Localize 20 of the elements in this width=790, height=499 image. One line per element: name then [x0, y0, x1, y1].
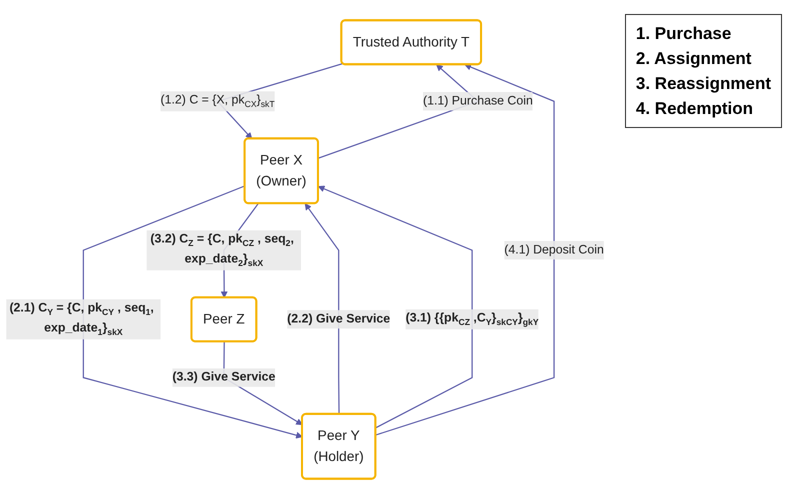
arrow [304, 203, 340, 414]
node-box: Trusted Authority T [340, 19, 482, 66]
edge-label: (3.2) C$_{Z}$ = {C, pk$_{CZ}$ , seq$_{2}$, exp_date$_{2}$}$_{skX}$ [146, 230, 302, 270]
edge-label: (4.1) Deposit Coin [504, 241, 604, 260]
edge-label: (2.1) C$_{Y}$ = {C, pk$_{CY}$ , seq$_{1}$, exp_date$_{1}$}$_{skX}$ [6, 299, 161, 340]
node-box: Peer Y (Holder) [301, 412, 376, 480]
arrow [82, 185, 303, 439]
legend-item: 1. Purchase [636, 23, 732, 45]
arrow [318, 186, 473, 428]
edge-label: (2.2) Give Service [287, 310, 390, 329]
legend-item: 4. Redemption [636, 98, 754, 120]
legend-item: 2. Assignment [636, 48, 752, 70]
legend-item: 3. Reassignment [636, 73, 771, 95]
edge-label: (1.1) Purchase Coin [422, 92, 533, 111]
edge-label: (3.1) {{pk$_{CZ}$ ,C$_{Y}$}$_{skCY}$}$_{gkY}$ [406, 309, 539, 330]
node-box: Peer X (Owner) [244, 137, 319, 204]
edge-label: (3.3) Give Service [172, 368, 276, 387]
edge-label: (1.2) C = {X, pk$_{CX}$}$_{skT}$ [160, 91, 275, 112]
node-box: Peer Z [190, 296, 258, 342]
arrow [376, 64, 555, 436]
